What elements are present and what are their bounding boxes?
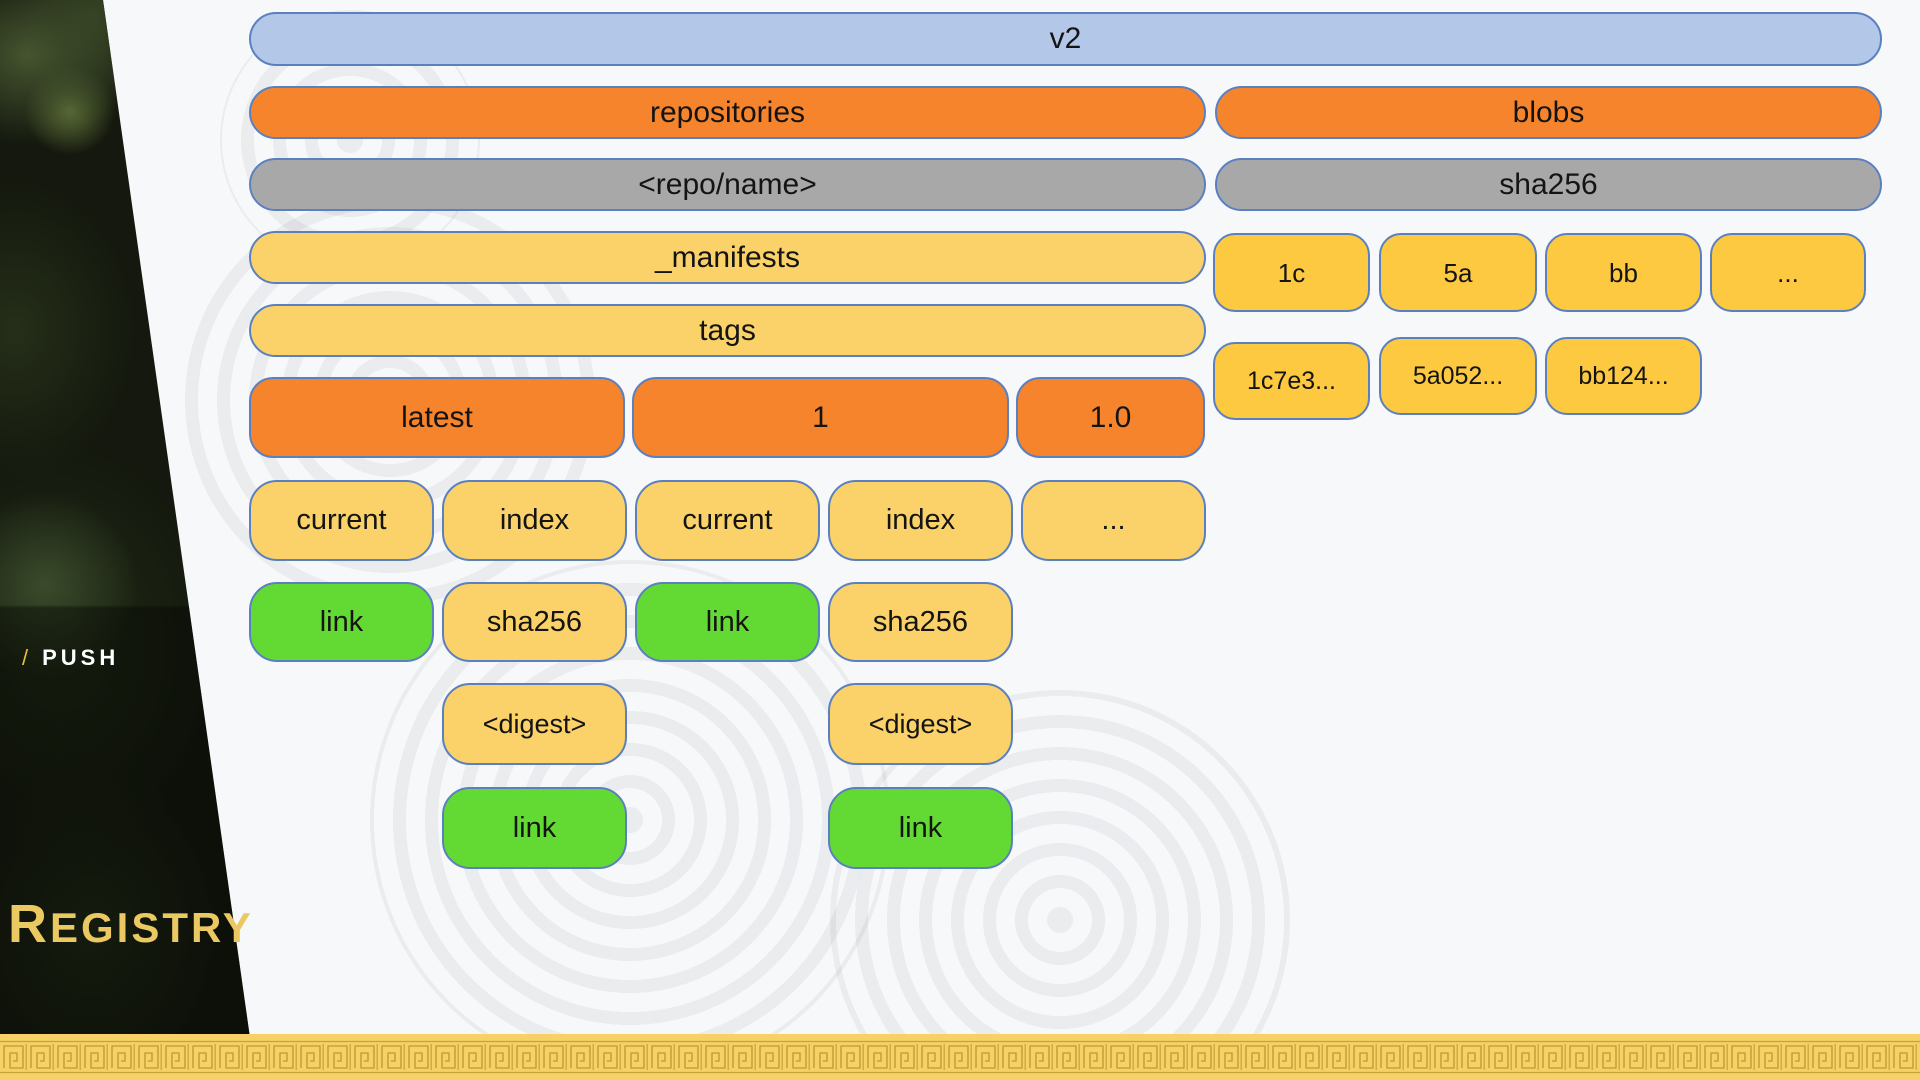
node-manifests: _manifests (249, 231, 1206, 284)
node-ellipsis: ... (1021, 480, 1206, 561)
node-repo-name: <repo/name> (249, 158, 1206, 211)
node-digest: <digest> (442, 683, 627, 765)
node-blob-prefix: bb (1545, 233, 1702, 312)
greek-key-border (0, 1034, 1920, 1080)
node-link: link (249, 582, 434, 662)
node-sha256: sha256 (828, 582, 1013, 662)
slash-accent: / (22, 645, 33, 670)
node-tag-1: 1 (632, 377, 1009, 458)
node-current: current (249, 480, 434, 561)
registry-title: Registry (8, 894, 254, 954)
push-label: / PUSH (22, 645, 119, 671)
node-blob-digest: 5a052... (1379, 337, 1537, 415)
node-tag-latest: latest (249, 377, 625, 458)
node-index: index (828, 480, 1013, 561)
node-blob-digest: bb124... (1545, 337, 1702, 415)
node-blob-digest: 1c7e3... (1213, 342, 1370, 420)
node-blobs: blobs (1215, 86, 1882, 139)
node-sha256-dir: sha256 (1215, 158, 1882, 211)
node-link: link (635, 582, 820, 662)
node-blob-prefix: 1c (1213, 233, 1370, 312)
node-repositories: repositories (249, 86, 1206, 139)
node-digest: <digest> (828, 683, 1013, 765)
node-tag-1-0: 1.0 (1016, 377, 1205, 458)
push-text: PUSH (42, 645, 120, 670)
node-current: current (635, 480, 820, 561)
node-link: link (442, 787, 627, 869)
node-link: link (828, 787, 1013, 869)
node-v2: v2 (249, 12, 1882, 66)
node-index: index (442, 480, 627, 561)
node-tags: tags (249, 304, 1206, 357)
node-blob-prefix: 5a (1379, 233, 1537, 312)
node-blob-prefix: ... (1710, 233, 1866, 312)
node-sha256: sha256 (442, 582, 627, 662)
